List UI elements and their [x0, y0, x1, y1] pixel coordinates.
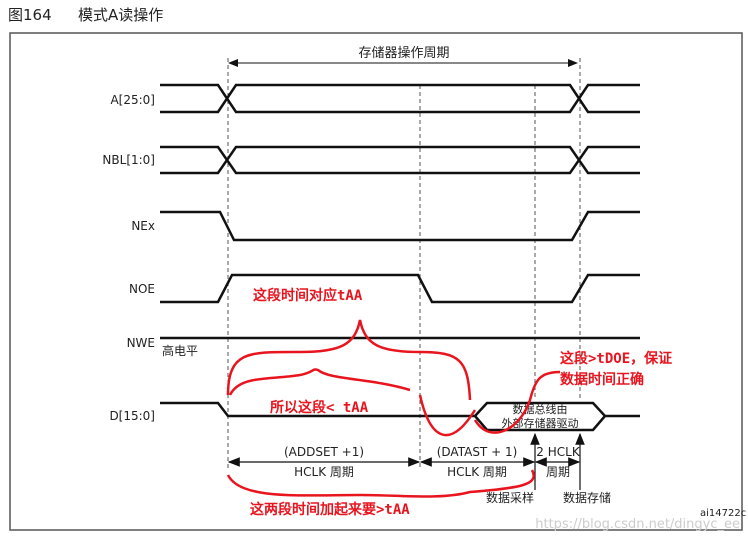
- interval-3-top: 2 HCLK: [536, 445, 581, 459]
- brace-datast: [418, 394, 477, 437]
- annotation-sum: 这两段时间加起来要>tAA: [250, 501, 410, 518]
- interval-3-bottom: 周期: [546, 465, 570, 479]
- wave-noe: [160, 273, 640, 304]
- annotation-taa: 这段时间对应tAA: [253, 287, 363, 304]
- cycle-label: 存储器操作周期: [358, 45, 449, 61]
- pointer-tdoe: [473, 370, 561, 434]
- wave-nbl: [160, 145, 640, 175]
- signal-labels: A[25:0] NBL[1:0] NEx NOE NWE D[15:0]: [102, 93, 155, 423]
- interval-1-top: (ADDSET +1): [284, 445, 364, 459]
- wave-a: [160, 83, 640, 114]
- event-sample: 数据采样: [486, 490, 534, 505]
- wave-nex: [160, 210, 640, 242]
- event-store: 数据存储: [563, 490, 611, 505]
- interval-2-top: (DATAST + 1): [437, 445, 518, 459]
- figure-frame: [9, 32, 743, 531]
- figure-number: 图164: [8, 6, 52, 24]
- nwe-note: 高电平: [162, 343, 198, 358]
- signal-nwe: NWE: [127, 336, 155, 350]
- brace-taa: [226, 319, 472, 401]
- interval-arrows: [227, 432, 585, 490]
- bus-text-2: 外部存储器驱动: [502, 416, 579, 430]
- brace-sum: [226, 469, 535, 498]
- signal-nex: NEx: [131, 219, 155, 233]
- figure-id: ai14722c: [700, 508, 746, 519]
- red-annotation-strokes: [226, 319, 561, 498]
- signal-d: D[15:0]: [109, 409, 155, 423]
- interval-2-bottom: HCLK 周期: [447, 465, 507, 479]
- brace-addset: [228, 368, 411, 396]
- signal-a: A[25:0]: [110, 93, 155, 107]
- figure-title: 模式A读操作: [78, 6, 163, 24]
- signal-noe: NOE: [129, 282, 155, 296]
- interval-1-bottom: HCLK 周期: [294, 465, 354, 479]
- bus-text-1: 数据总线由: [513, 402, 568, 416]
- signal-nbl: NBL[1:0]: [102, 153, 155, 167]
- annotation-less-taa: 所以这段< tAA: [270, 399, 369, 416]
- annotation-tdoe-2: 数据时间正确: [560, 371, 644, 388]
- watermark: https://blog.csdn.net/dingyc_ee: [535, 517, 740, 532]
- annotation-tdoe-1: 这段>tDOE，保证: [560, 350, 672, 367]
